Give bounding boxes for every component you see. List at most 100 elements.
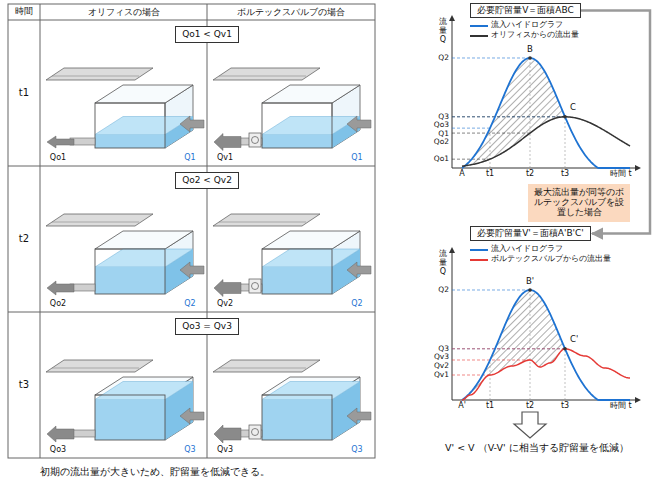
label: t3 xyxy=(561,170,569,179)
inflow-hydrograph xyxy=(462,58,630,168)
outflow-arrow xyxy=(47,136,74,148)
vortex-valve-tank xyxy=(213,68,371,151)
down-arrow xyxy=(514,412,546,438)
time-guide xyxy=(530,58,531,168)
tank-front xyxy=(95,395,165,440)
vortex-valve xyxy=(249,279,261,293)
water-surface xyxy=(95,382,193,400)
node-text: t3 xyxy=(19,379,29,391)
node-text: t2 xyxy=(19,233,29,245)
time-guide xyxy=(530,290,531,400)
label: Qv1 xyxy=(434,371,449,379)
water-surface xyxy=(95,249,193,267)
label: C xyxy=(569,103,577,112)
axis-head xyxy=(449,247,455,253)
water-surface xyxy=(262,382,360,400)
water-front xyxy=(95,400,165,441)
hydrograph-chart xyxy=(449,15,641,171)
inflow-hydrograph xyxy=(462,290,630,400)
label: B' xyxy=(525,277,535,286)
orifice-outflow-curve xyxy=(462,117,630,166)
comparison-box: Qo1 < Qv1 xyxy=(175,26,239,43)
tank-rim xyxy=(95,231,193,249)
label: Q3 xyxy=(351,446,362,455)
table-header: ボルテックスバルブの場合 xyxy=(207,4,375,20)
chart-title: 必要貯留量V'＝面積A'B'C' xyxy=(470,226,591,241)
tank-rim xyxy=(262,85,360,103)
vortex-valve-chamber xyxy=(252,283,259,290)
time-cell: t3 xyxy=(8,312,40,458)
tank-rim xyxy=(262,231,360,249)
node-text: ボルテックスバルブの場合 xyxy=(237,7,345,17)
curve-point xyxy=(563,115,567,119)
time-guide xyxy=(490,128,491,168)
water-front xyxy=(262,400,332,441)
orifice-tank xyxy=(46,68,204,148)
node-text: Qo2 < Qv2 xyxy=(182,175,232,185)
level-guide xyxy=(452,348,565,349)
legend-line xyxy=(470,25,488,27)
label: Q1 xyxy=(351,154,362,163)
table-rule xyxy=(8,20,375,21)
tank-front xyxy=(95,103,165,148)
vortex-valve xyxy=(249,133,261,147)
label: t1 xyxy=(486,402,494,411)
label: Q3 xyxy=(184,446,195,455)
label: Q2 xyxy=(351,300,362,309)
label: Q2 xyxy=(184,300,195,309)
vortex-valve xyxy=(249,425,261,439)
level-guide xyxy=(452,116,565,117)
outflow-arrow xyxy=(214,280,241,297)
time-guide xyxy=(565,349,566,400)
vortex-valve-tank xyxy=(213,214,371,297)
water-front xyxy=(95,135,165,149)
level-guide xyxy=(452,116,565,117)
label: Q1 xyxy=(184,154,195,163)
outflow-arrow xyxy=(214,425,241,443)
node-text: Qo1 < Qv1 xyxy=(182,29,232,39)
label: B xyxy=(526,45,534,54)
label: V' < V （V-V' に相当する貯留量を低減） xyxy=(445,443,629,453)
level-guide xyxy=(452,128,490,129)
water-front xyxy=(262,135,332,149)
legend-text: オリフィスからの流出量 xyxy=(491,31,579,40)
outflow-arrow xyxy=(47,426,74,442)
tank-rim xyxy=(95,85,193,103)
axis-head xyxy=(635,165,641,171)
label: Q2 xyxy=(438,54,449,62)
water-front xyxy=(95,267,165,294)
legend-text: 流入ハイドログラフ xyxy=(491,245,563,254)
chart-title: 必要貯留量V＝面積ABC xyxy=(470,3,581,18)
y-axis xyxy=(452,250,453,400)
node-text: t1 xyxy=(19,87,29,99)
label: 時間 t xyxy=(610,402,632,411)
node-text: 最大流出量が同等のボルテックスバルブを設置した場合 xyxy=(532,188,626,217)
node-text: オリフィスの場合 xyxy=(88,7,160,17)
label: 時間 t xyxy=(610,170,632,179)
label: Qv2 xyxy=(217,300,233,309)
label: Q2 xyxy=(438,286,449,294)
inflow-arrow xyxy=(180,262,204,278)
level-guide xyxy=(452,375,490,376)
table-rule xyxy=(207,4,208,458)
inflow-arrow xyxy=(347,408,371,424)
axis-head xyxy=(635,397,641,403)
vortex-valve-chamber xyxy=(252,137,259,144)
table-rule xyxy=(8,166,375,167)
label: t1 xyxy=(486,170,494,179)
channel-edge xyxy=(219,76,306,77)
label: Q3 xyxy=(438,345,449,353)
tank-front xyxy=(262,103,332,148)
curve-point xyxy=(528,288,532,292)
label: Qo3 xyxy=(50,446,66,455)
label: Qv2 xyxy=(434,362,449,370)
inflow-arrow xyxy=(180,116,204,132)
label: A xyxy=(459,170,464,179)
level-guide xyxy=(452,289,530,290)
channel xyxy=(213,214,320,226)
tank-front xyxy=(262,395,332,440)
table-rule xyxy=(40,4,41,458)
inflow-arrow xyxy=(180,408,204,424)
water-surface xyxy=(262,249,360,267)
